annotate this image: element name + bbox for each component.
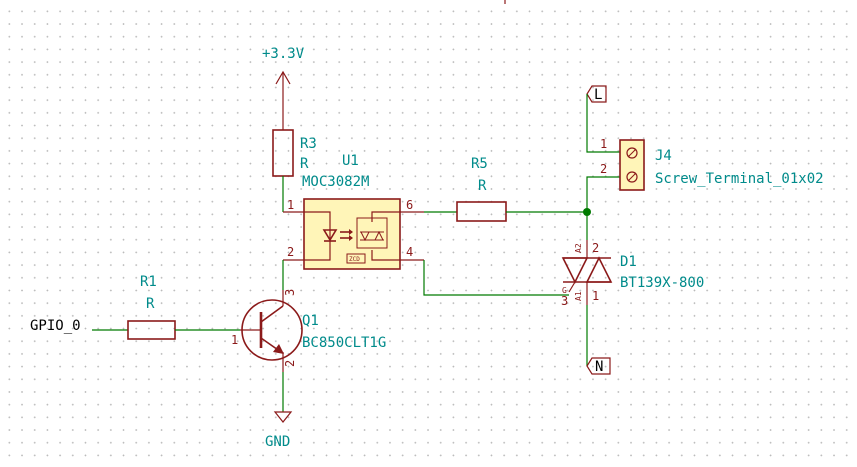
d1-g-label: G xyxy=(562,286,567,295)
j4-pin2-num: 2 xyxy=(600,162,607,176)
q1-pin2-num: 2 xyxy=(283,360,297,367)
d1-pin1-num: 1 xyxy=(592,289,599,303)
optocoupler-u1[interactable]: U1 MOC3082M 1 2 6 4 ZCD xyxy=(283,153,424,270)
q1-pin3-num: 3 xyxy=(283,289,297,296)
u1-pin1-num: 1 xyxy=(287,198,294,212)
gpio-label: GPIO_0 xyxy=(30,318,81,334)
zcd-label: ZCD xyxy=(349,256,360,263)
net-l-text: L xyxy=(594,87,602,103)
u1-pin6-num: 6 xyxy=(406,198,413,212)
d1-a2-label: A2 xyxy=(574,243,583,253)
u1-pin2-num: 2 xyxy=(287,245,294,259)
triac-d1[interactable]: 2 1 3 A2 A1 G D1 BT139X-800 xyxy=(561,240,704,308)
u1-ref: U1 xyxy=(342,153,359,169)
r1-ref: R1 xyxy=(140,274,157,290)
gnd-label: GND xyxy=(265,434,290,450)
zcd-box xyxy=(346,253,366,264)
d1-pin3-num: 3 xyxy=(561,294,568,308)
led-icon xyxy=(322,229,338,242)
resistor-r3[interactable]: R3 R xyxy=(272,129,317,177)
power-label-3v3: +3.3V xyxy=(262,46,305,62)
net-n-text: N xyxy=(595,359,603,375)
q1-value: BC850CLT1G xyxy=(302,335,386,351)
r1-value: R xyxy=(146,296,155,312)
power-symbol-3v3[interactable]: +3.3V xyxy=(262,46,305,130)
r3-value: R xyxy=(300,156,309,172)
q1-ref: Q1 xyxy=(302,313,319,329)
q1-pin1-num: 1 xyxy=(231,333,238,347)
d1-value: BT139X-800 xyxy=(620,275,704,291)
power-symbol-gnd[interactable]: GND xyxy=(265,411,293,450)
u1-value: MOC3082M xyxy=(302,174,369,190)
ground-icon xyxy=(273,411,293,423)
net-label-l[interactable]: L xyxy=(586,85,607,103)
j4-value: Screw_Terminal_01x02 xyxy=(655,171,824,187)
screw-terminal-j4[interactable]: 1 2 J4 Screw_Terminal_01x02 xyxy=(600,137,824,191)
emitter-arrow-icon xyxy=(273,344,284,354)
net-flag-l xyxy=(586,85,607,103)
r3-ref: R3 xyxy=(300,136,317,152)
screw-icon xyxy=(626,147,638,159)
j4-ref: J4 xyxy=(655,148,672,164)
resistor-r5-body xyxy=(456,201,507,222)
d1-a1-label: A1 xyxy=(574,291,583,301)
net-label-n[interactable]: N xyxy=(586,357,611,375)
u1-pin4-num: 4 xyxy=(406,245,413,259)
d1-pin2-num: 2 xyxy=(592,241,599,255)
light-arrow-icon xyxy=(349,229,353,235)
resistor-r3-body xyxy=(272,129,294,177)
resistor-r5[interactable]: R5 R xyxy=(456,156,507,222)
r5-ref: R5 xyxy=(471,156,488,172)
u1-body xyxy=(303,198,401,270)
wire-l-j4[interactable] xyxy=(586,94,620,153)
wire-node-j4[interactable] xyxy=(586,176,620,212)
resistor-r1-body xyxy=(127,320,176,340)
j4-pin1-num: 1 xyxy=(600,137,607,151)
wire-u1-gate[interactable] xyxy=(423,260,569,296)
d1-ref: D1 xyxy=(620,254,637,270)
triac-icon xyxy=(561,257,589,284)
r5-value: R xyxy=(478,178,487,194)
resistor-r1[interactable]: R1 R xyxy=(127,274,176,340)
transistor-q1[interactable]: 1 3 2 Q1 BC850CLT1G xyxy=(231,289,386,372)
net-flag-n xyxy=(586,357,611,375)
